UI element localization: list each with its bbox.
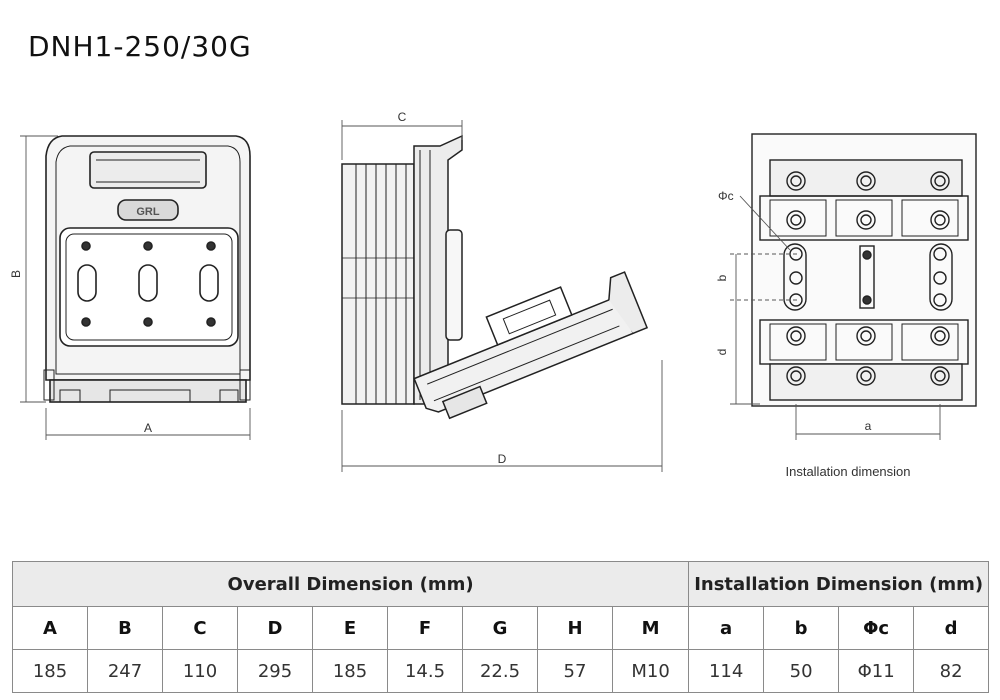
column-header: H: [537, 606, 613, 650]
table-cell: 14.5: [387, 649, 463, 693]
side-dimension-lines: [341, 120, 663, 472]
table-cell: 50: [763, 649, 840, 693]
dimension-label-D: D: [498, 452, 507, 466]
dimension-label-A: A: [144, 421, 152, 435]
installation-dimension-header: Installation Dimension (mm): [688, 561, 990, 607]
table-cell: 185: [312, 649, 388, 693]
column-header: D: [237, 606, 313, 650]
column-header: b: [763, 606, 840, 650]
column-header: Φc: [838, 606, 915, 650]
table-cell: 22.5: [462, 649, 538, 693]
dimension-table: Overall Dimension (mm) Installation Dime…: [11, 561, 990, 693]
side-view-drawing: [341, 134, 649, 420]
dimension-label-C: C: [398, 110, 407, 124]
dimension-label-a: a: [865, 419, 872, 433]
table-cell: 185: [12, 649, 88, 693]
table-cell: 82: [913, 649, 990, 693]
column-header: d: [913, 606, 990, 650]
installation-view-drawing: [751, 133, 977, 407]
table-cell: 295: [237, 649, 313, 693]
installation-caption: Installation dimension: [785, 464, 910, 479]
column-header: B: [87, 606, 163, 650]
table-cell: 110: [162, 649, 238, 693]
column-header: G: [462, 606, 538, 650]
front-dimension-lines: [20, 135, 251, 440]
table-cell: 247: [87, 649, 163, 693]
brand-logo: GRL: [136, 206, 160, 218]
table-row: 185 247 110 295 185 14.5 22.5 57 M10 114…: [12, 649, 990, 693]
front-view-drawing: [43, 135, 251, 403]
column-header: E: [312, 606, 388, 650]
table-group-header-row: Overall Dimension (mm) Installation Dime…: [11, 561, 990, 607]
installation-dimension-lines: [730, 195, 941, 440]
table-cell: M10: [611, 649, 690, 693]
table-cell: 114: [688, 649, 765, 693]
overall-dimension-header: Overall Dimension (mm): [11, 561, 690, 607]
technical-drawings: A B GRL C: [9, 110, 977, 479]
dimension-label-d: d: [715, 349, 729, 356]
dimension-label-b: b: [715, 274, 729, 281]
column-header: F: [387, 606, 463, 650]
dimension-label-B: B: [9, 270, 23, 278]
column-header: a: [688, 606, 765, 650]
column-header: C: [162, 606, 238, 650]
table-column-header-row: A B C D E F G H M a b Φc d: [12, 606, 990, 650]
table-cell: 57: [537, 649, 613, 693]
product-title: DNH1-250/30G: [28, 30, 252, 63]
table-cell: Φ11: [838, 649, 915, 693]
column-header: M: [611, 606, 690, 650]
column-header: A: [12, 606, 88, 650]
dimension-label-phi-c: Φc: [718, 189, 734, 203]
